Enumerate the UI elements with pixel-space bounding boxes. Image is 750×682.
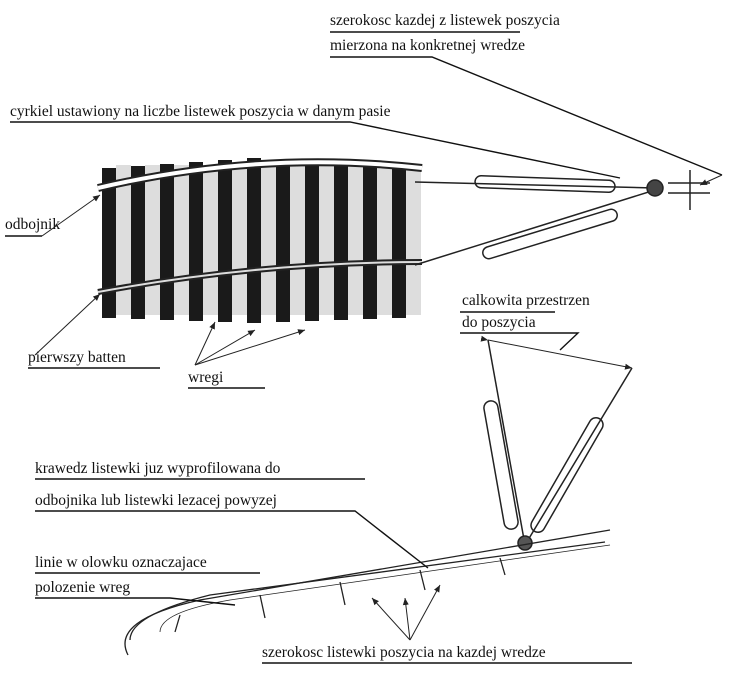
frame bbox=[363, 166, 377, 319]
frame bbox=[189, 162, 203, 321]
frame-hatching bbox=[116, 165, 131, 315]
label-strake-width-1: szerokosc kazdej z listewek poszycia bbox=[330, 12, 560, 29]
dividers-bottom bbox=[480, 335, 633, 551]
label-strake-width-2: mierzona na konkretnej wredze bbox=[330, 37, 525, 54]
frame bbox=[276, 160, 290, 322]
frame bbox=[131, 166, 145, 319]
frame-hatching bbox=[174, 165, 189, 315]
frame-hatching bbox=[145, 165, 160, 315]
label-edge-2: odbojnika lub listewki lezacej powyzej bbox=[35, 492, 277, 509]
frame bbox=[247, 158, 261, 323]
label-total-space-1: calkowita przestrzen bbox=[462, 292, 590, 309]
frame-hatching bbox=[377, 165, 392, 315]
label-pencil-2: polozenie wreg bbox=[35, 579, 130, 596]
frame bbox=[392, 168, 406, 318]
frame-hatching bbox=[348, 165, 363, 315]
frame-hatching bbox=[319, 165, 334, 315]
frame-hatching bbox=[406, 165, 421, 315]
frame bbox=[102, 168, 116, 318]
frame bbox=[334, 164, 348, 320]
plank bbox=[124, 529, 611, 656]
frames-illustration bbox=[102, 158, 421, 323]
frame bbox=[218, 160, 232, 322]
frame bbox=[160, 164, 174, 320]
dividers-top bbox=[414, 170, 710, 266]
label-first-batten: pierwszy batten bbox=[28, 349, 126, 366]
frame bbox=[305, 162, 319, 321]
label-plank-width: szerokosc listewki poszycia na kazdej wr… bbox=[262, 644, 546, 661]
label-pencil-1: linie w olowku oznaczajace bbox=[35, 554, 207, 571]
frame-hatching bbox=[232, 165, 247, 315]
label-frames: wregi bbox=[188, 369, 224, 386]
frame-hatching bbox=[203, 165, 218, 315]
label-rubbing-strake: odbojnik bbox=[5, 216, 60, 233]
label-total-space-2: do poszycia bbox=[462, 314, 536, 331]
label-dividers-set: cyrkiel ustawiony na liczbe listewek pos… bbox=[10, 103, 391, 120]
frame-hatching bbox=[261, 165, 276, 315]
frame-hatching bbox=[290, 165, 305, 315]
label-edge-1: krawedz listewki juz wyprofilowana do bbox=[35, 460, 281, 477]
